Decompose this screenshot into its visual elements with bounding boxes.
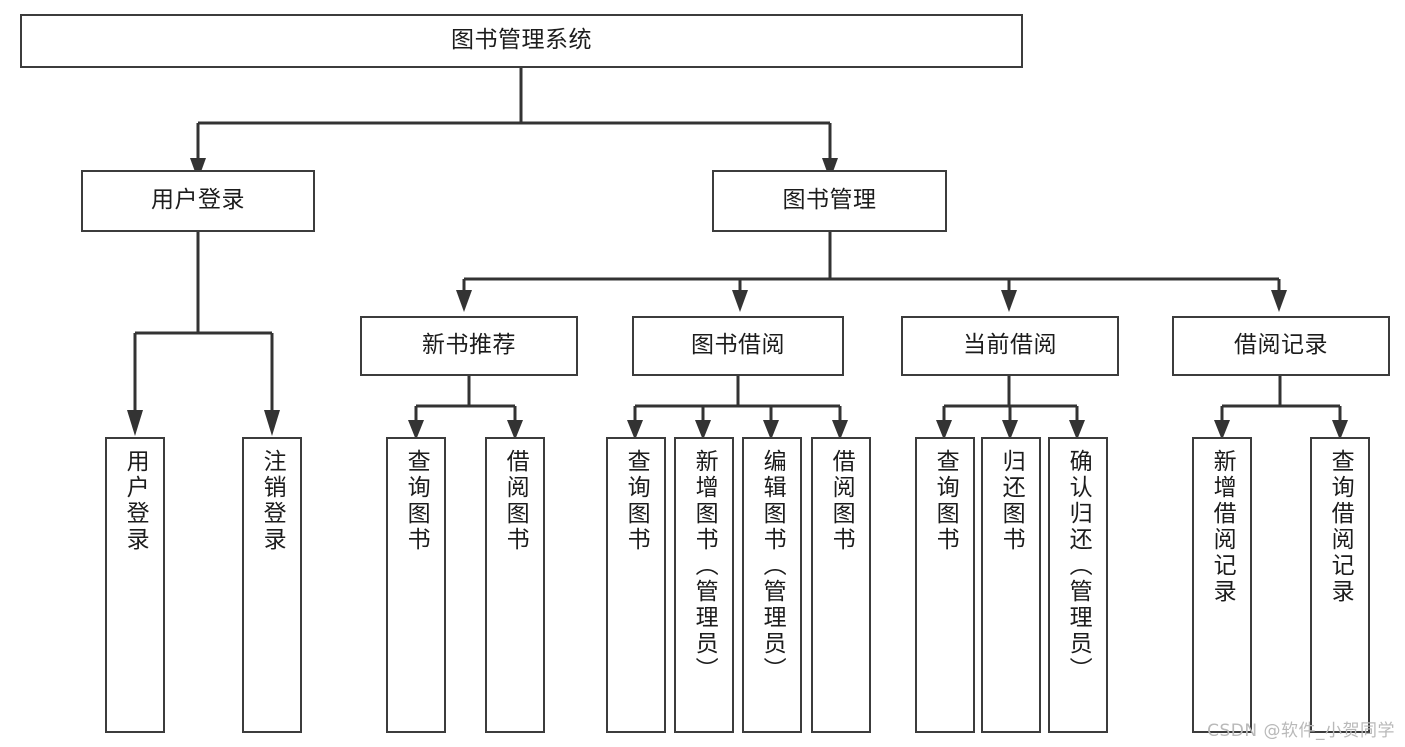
node-user-login[interactable]: 用户登录 — [81, 170, 315, 232]
node-book-borrow[interactable]: 图书借阅 — [632, 316, 844, 376]
node-leaf-borrow-book-recommend-label: 借阅图书 — [502, 449, 529, 553]
node-user-login-label: 用户登录 — [151, 187, 245, 214]
node-leaf-query-book-borrow-label: 查询图书 — [623, 449, 650, 553]
node-leaf-borrow-book-recommend[interactable]: 借阅图书 — [485, 437, 545, 733]
node-leaf-add-book-admin-label: 新增图书（管理员） — [691, 449, 718, 683]
node-leaf-query-book-current-label: 查询图书 — [932, 449, 959, 553]
node-leaf-confirm-return-admin[interactable]: 确认归还（管理员） — [1048, 437, 1108, 733]
node-leaf-borrow-book[interactable]: 借阅图书 — [811, 437, 871, 733]
node-root-book-management-system[interactable]: 图书管理系统 — [20, 14, 1023, 68]
node-leaf-logout[interactable]: 注销登录 — [242, 437, 302, 733]
node-book-management-label: 图书管理 — [782, 187, 877, 214]
node-borrow-record[interactable]: 借阅记录 — [1172, 316, 1390, 376]
node-book-borrow-label: 图书借阅 — [691, 332, 785, 359]
node-current-borrow[interactable]: 当前借阅 — [901, 316, 1119, 376]
node-borrow-record-label: 借阅记录 — [1234, 332, 1328, 359]
node-leaf-add-book-admin[interactable]: 新增图书（管理员） — [674, 437, 734, 733]
node-leaf-user-login-label: 用户登录 — [122, 449, 149, 553]
node-leaf-query-book-borrow[interactable]: 查询图书 — [606, 437, 666, 733]
node-leaf-edit-book-admin-label: 编辑图书（管理员） — [759, 449, 786, 683]
node-leaf-user-login[interactable]: 用户登录 — [105, 437, 165, 733]
node-leaf-borrow-book-label: 借阅图书 — [828, 449, 855, 553]
node-leaf-return-book[interactable]: 归还图书 — [981, 437, 1041, 733]
node-leaf-confirm-return-admin-label: 确认归还（管理员） — [1065, 449, 1092, 683]
node-leaf-query-book-recommend[interactable]: 查询图书 — [386, 437, 446, 733]
node-leaf-query-book-current[interactable]: 查询图书 — [915, 437, 975, 733]
csdn-watermark: CSDN @软件_小贺同学 — [1207, 721, 1395, 741]
node-leaf-query-borrow-record-label: 查询借阅记录 — [1327, 449, 1354, 605]
node-leaf-edit-book-admin[interactable]: 编辑图书（管理员） — [742, 437, 802, 733]
node-current-borrow-label: 当前借阅 — [963, 332, 1057, 359]
node-leaf-logout-label: 注销登录 — [259, 449, 286, 553]
node-leaf-query-borrow-record[interactable]: 查询借阅记录 — [1310, 437, 1370, 733]
node-leaf-query-book-recommend-label: 查询图书 — [403, 449, 430, 553]
node-leaf-add-borrow-record-label: 新增借阅记录 — [1209, 449, 1236, 605]
node-root-label: 图书管理系统 — [451, 27, 592, 54]
node-leaf-return-book-label: 归还图书 — [998, 449, 1025, 553]
node-new-book-recommend-label: 新书推荐 — [422, 332, 516, 359]
node-leaf-add-borrow-record[interactable]: 新增借阅记录 — [1192, 437, 1252, 733]
node-new-book-recommend[interactable]: 新书推荐 — [360, 316, 578, 376]
node-book-management[interactable]: 图书管理 — [712, 170, 947, 232]
